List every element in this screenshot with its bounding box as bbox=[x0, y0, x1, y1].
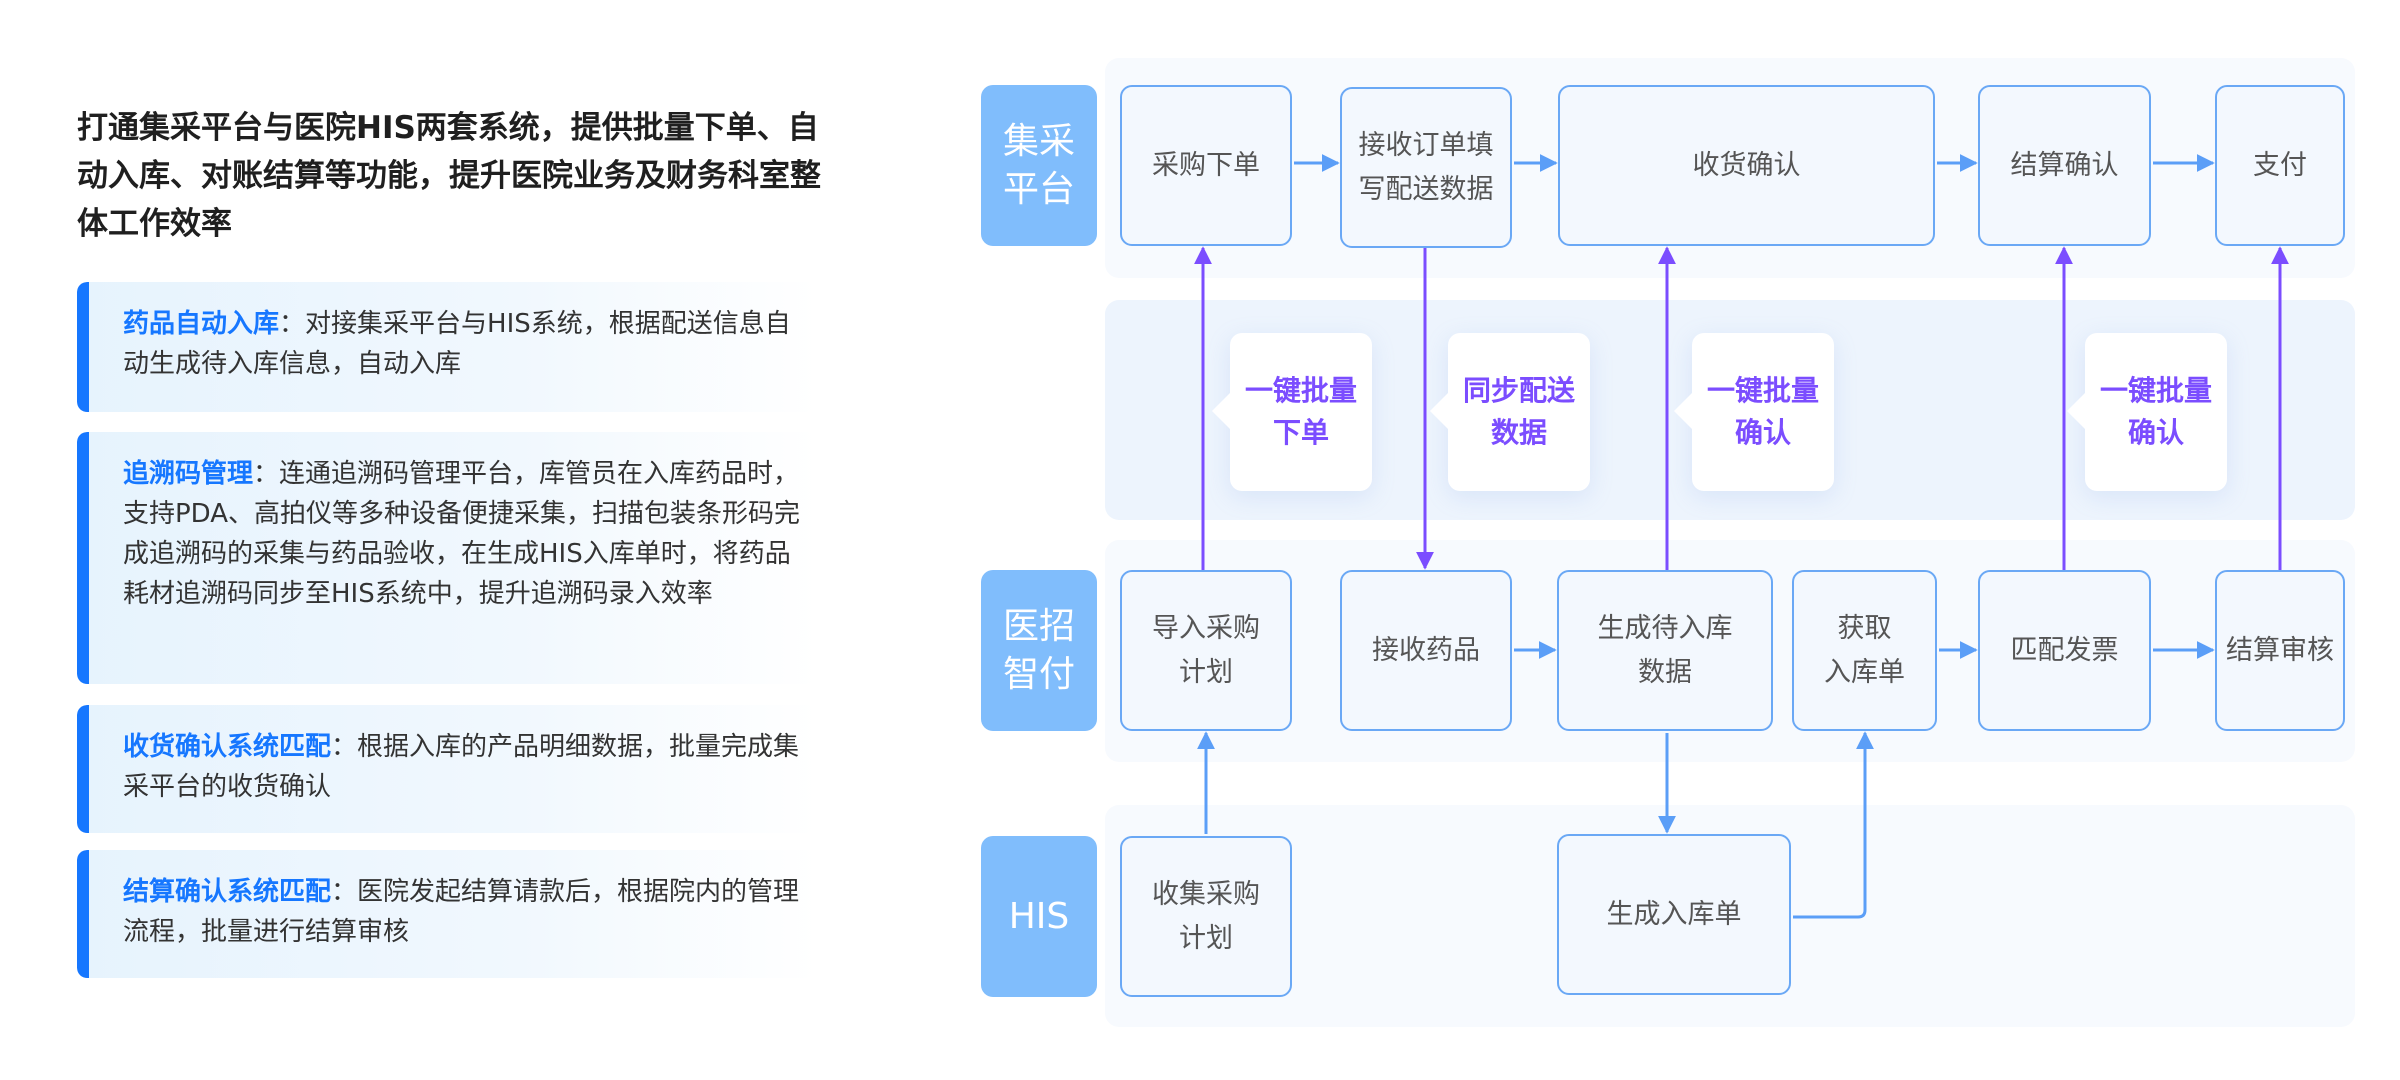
headline: 打通集采平台与医院HIS两套系统，提供批量下单、自动入库、对账结算等功能，提升医… bbox=[77, 110, 821, 242]
feature-description: 结算确认系统匹配：医院发起结算请款后，根据院内的管理流程，批量进行结算审核 bbox=[123, 872, 807, 952]
feature-title: 收货确认系统匹配 bbox=[123, 732, 332, 762]
callout-batch-receipt-confirm: 一键批量 确认 bbox=[1674, 333, 1834, 491]
feature-description: 收货确认系统匹配：根据入库的产品明细数据，批量完成集采平台的收货确认 bbox=[123, 727, 807, 807]
feature-title: 结算确认系统匹配 bbox=[123, 877, 332, 907]
node-collect-purchase-plan: 收集采购 计划 bbox=[1120, 836, 1292, 997]
feature-title: 追溯码管理 bbox=[123, 459, 254, 489]
callout-batch-order: 一键批量 下单 bbox=[1212, 333, 1372, 491]
node-payment: 支付 bbox=[2215, 85, 2345, 246]
feature-body: ：对接集采平台与HIS系统，根据配送信息自动生成待入库信息，自动入库 bbox=[123, 309, 791, 379]
feature-title: 药品自动入库 bbox=[123, 309, 280, 339]
feature-card-traceability-code: 追溯码管理：连通追溯码管理平台，库管员在入库药品时，支持PDA、高拍仪等多种设备… bbox=[77, 432, 817, 684]
node-import-purchase-plan: 导入采购 计划 bbox=[1120, 570, 1292, 731]
node-pending-stock-in-data: 生成待入库 数据 bbox=[1557, 570, 1773, 731]
feature-description: 药品自动入库：对接集采平台与HIS系统，根据配送信息自动生成待入库信息，自动入库 bbox=[123, 304, 807, 384]
feature-body: ：医院发起结算请款后，根据院内的管理流程，批量进行结算审核 bbox=[123, 877, 800, 947]
node-purchase-order: 采购下单 bbox=[1120, 85, 1292, 246]
feature-body: ：连通追溯码管理平台，库管员在入库药品时，支持PDA、高拍仪等多种设备便捷采集，… bbox=[123, 459, 801, 609]
node-receipt-confirm: 收货确认 bbox=[1558, 85, 1935, 246]
node-match-invoice: 匹配发票 bbox=[1978, 570, 2151, 731]
lane-label-his: HIS bbox=[981, 836, 1097, 997]
lane-label-platform: 集采 平台 bbox=[981, 85, 1097, 246]
node-receive-order-fill-delivery: 接收订单填 写配送数据 bbox=[1340, 87, 1512, 248]
node-receive-drugs: 接收药品 bbox=[1340, 570, 1512, 731]
feature-card-settlement-matching: 结算确认系统匹配：医院发起结算请款后，根据院内的管理流程，批量进行结算审核 bbox=[77, 850, 817, 978]
node-generate-stock-in-slip: 生成入库单 bbox=[1557, 834, 1791, 995]
node-get-stock-in-slip: 获取 入库单 bbox=[1792, 570, 1937, 731]
lane-label-yizhao: 医招 智付 bbox=[981, 570, 1097, 731]
node-settlement-review: 结算审核 bbox=[2215, 570, 2345, 731]
callout-batch-settle-confirm: 一键批量 确认 bbox=[2067, 333, 2227, 491]
feature-card-receipt-matching: 收货确认系统匹配：根据入库的产品明细数据，批量完成集采平台的收货确认 bbox=[77, 705, 817, 833]
callout-sync-delivery: 同步配送 数据 bbox=[1430, 333, 1590, 491]
feature-body: ：根据入库的产品明细数据，批量完成集采平台的收货确认 bbox=[123, 732, 800, 802]
node-settlement-confirm: 结算确认 bbox=[1978, 85, 2151, 246]
feature-card-auto-stock-in: 药品自动入库：对接集采平台与HIS系统，根据配送信息自动生成待入库信息，自动入库 bbox=[77, 282, 817, 412]
feature-description: 追溯码管理：连通追溯码管理平台，库管员在入库药品时，支持PDA、高拍仪等多种设备… bbox=[123, 454, 807, 614]
